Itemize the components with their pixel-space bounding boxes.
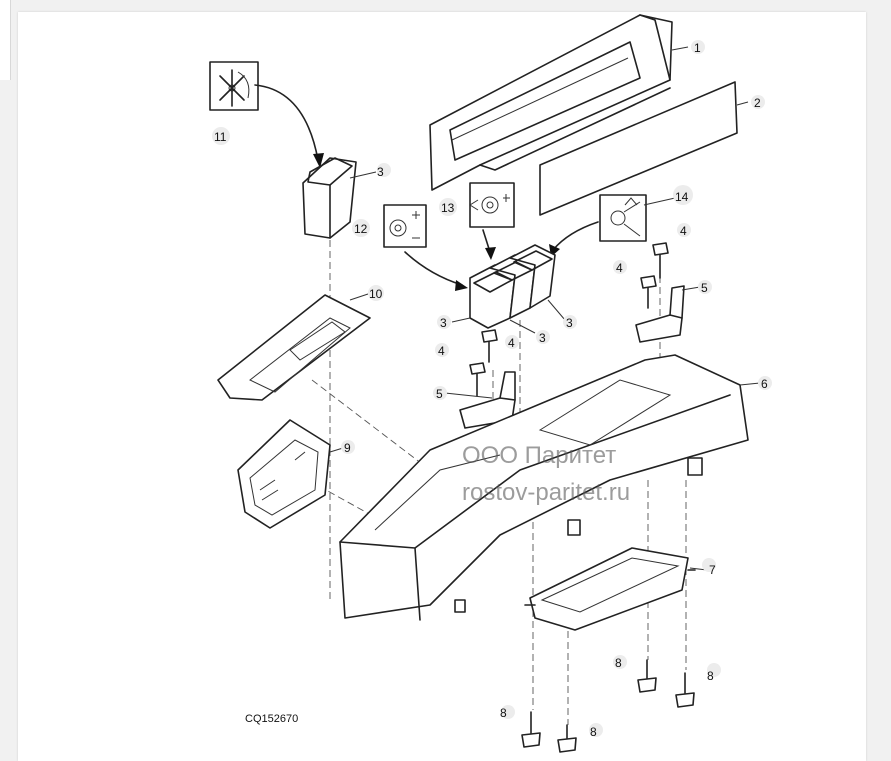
callout-8b-label: 8 xyxy=(707,669,714,683)
callout-1: 1 xyxy=(691,40,705,55)
horn-icon xyxy=(610,197,641,237)
part-11-symbol xyxy=(209,61,324,168)
callout-12-label: 12 xyxy=(354,222,368,236)
part-14-symbol xyxy=(549,194,647,257)
part-2-panel xyxy=(539,81,738,216)
callout-3b: 3 xyxy=(437,315,451,330)
callout-8c: 8 xyxy=(500,705,515,720)
callout-7-label: 7 xyxy=(709,563,716,577)
callout-8d-label: 8 xyxy=(590,725,597,739)
callout-1-label: 1 xyxy=(694,41,701,55)
callout-3d: 3 xyxy=(563,315,577,330)
callout-12: 12 xyxy=(352,219,370,237)
watermark-company: ООО Паритет xyxy=(462,442,616,469)
callout-5a-label: 5 xyxy=(701,281,708,295)
callout-3a: 3 xyxy=(377,163,391,179)
callout-8b: 8 xyxy=(707,663,721,683)
callout-9: 9 xyxy=(341,440,355,455)
left-panel-edge xyxy=(0,0,11,80)
callout-3d-label: 3 xyxy=(566,316,573,330)
callout-2: 2 xyxy=(751,95,765,110)
callout-11-label: 11 xyxy=(214,130,227,144)
callout-7: 7 xyxy=(702,558,716,577)
part-5-bracket-right xyxy=(635,285,685,343)
callout-6-label: 6 xyxy=(761,377,768,391)
callout-4c-label: 4 xyxy=(508,336,515,350)
callout-3c-label: 3 xyxy=(539,331,546,345)
callout-4d-label: 4 xyxy=(438,344,445,358)
callout-5b: 5 xyxy=(433,386,447,401)
part-4-screws-center xyxy=(469,329,498,397)
part-13-symbol xyxy=(469,182,515,260)
callout-11: 11 xyxy=(212,127,230,145)
callout-14: 14 xyxy=(673,185,693,205)
callout-8d: 8 xyxy=(589,723,603,739)
callout-5a: 5 xyxy=(698,280,712,295)
wiper-icon xyxy=(219,69,250,107)
part-7-tray xyxy=(524,547,696,631)
fan-icon xyxy=(389,211,420,239)
callout-13-label: 13 xyxy=(441,201,455,215)
callout-3c: 3 xyxy=(536,330,550,345)
part-code-label: CQ152670 xyxy=(245,713,298,725)
callout-9-label: 9 xyxy=(344,441,351,455)
part-3-switch-bank xyxy=(469,244,556,329)
callout-8c-label: 8 xyxy=(500,706,507,720)
callout-4a: 4 xyxy=(677,223,691,238)
callout-8a: 8 xyxy=(613,655,627,670)
callout-4b: 4 xyxy=(613,260,627,275)
callout-5b-label: 5 xyxy=(436,387,443,401)
callout-14-label: 14 xyxy=(675,190,689,204)
callout-3a-label: 3 xyxy=(377,165,384,179)
callout-6: 6 xyxy=(758,376,772,391)
part-6-console xyxy=(339,354,749,621)
blower-icon xyxy=(469,194,510,214)
callout-2-label: 2 xyxy=(754,96,761,110)
part-9-block xyxy=(237,419,331,529)
watermark: ООО Паритет rostov-paritet.ru xyxy=(462,442,630,506)
part-8-screws xyxy=(521,659,695,753)
callout-10-label: 10 xyxy=(369,287,383,301)
callout-3b-label: 3 xyxy=(440,316,447,330)
part-4-screws-right xyxy=(640,242,669,309)
watermark-url: rostov-paritet.ru xyxy=(462,479,630,506)
part-12-symbol xyxy=(383,204,468,291)
part-1-bezel xyxy=(429,14,673,191)
callout-4b-label: 4 xyxy=(616,261,623,275)
callout-8a-label: 8 xyxy=(615,656,622,670)
callout-4a-label: 4 xyxy=(680,224,687,238)
callout-4c: 4 xyxy=(505,335,519,350)
part-10-plate xyxy=(217,294,371,401)
callout-leader-lines xyxy=(329,46,761,571)
callout-13: 13 xyxy=(439,198,457,216)
part-3-switch-single xyxy=(302,157,357,239)
callout-4d: 4 xyxy=(435,343,449,358)
callout-10: 10 xyxy=(368,285,384,301)
